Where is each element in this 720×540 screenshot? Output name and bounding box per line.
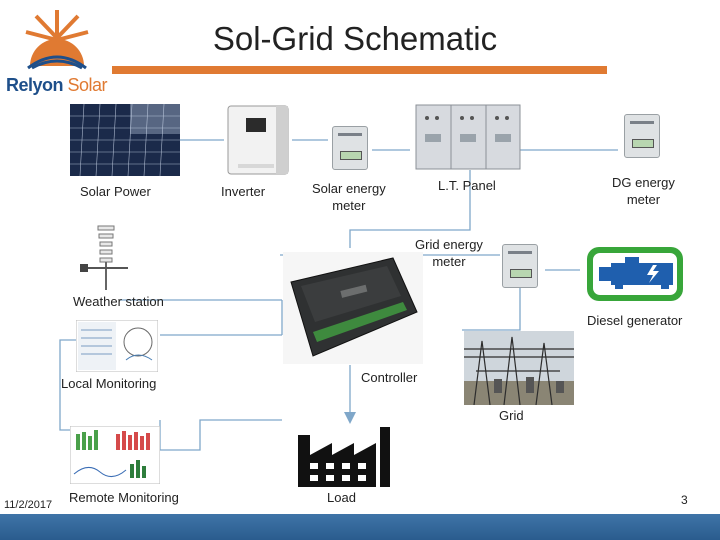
diesel-generator-label: Diesel generator xyxy=(587,313,683,328)
factory-load-icon xyxy=(296,425,392,487)
weather-station-label: Weather station xyxy=(73,294,164,309)
local-monitoring-image xyxy=(75,319,159,373)
solar-energy-meter-label: Solar energy meter xyxy=(312,181,386,213)
page-title: Sol-Grid Schematic xyxy=(212,20,498,57)
inverter-label: Inverter xyxy=(221,184,266,199)
slide-date: 11/2/2017 xyxy=(4,499,53,511)
solar-power-label: Solar Power xyxy=(80,184,151,199)
solar-energy-meter-image xyxy=(332,126,368,170)
gridmeter-to-grid-line xyxy=(462,283,521,331)
dg-energy-meter-image xyxy=(624,114,660,158)
dg-energy-meter-label: DG energy meter xyxy=(612,175,675,207)
grid-substation-image xyxy=(464,331,574,406)
grid-energy-meter-image xyxy=(502,244,538,288)
inverter-image xyxy=(226,104,290,176)
remote-monitoring-image xyxy=(69,425,161,485)
load-label: Load xyxy=(327,490,356,505)
diesel-generator-icon xyxy=(585,245,685,303)
weather-station-image xyxy=(78,222,132,292)
remote-monitor-line xyxy=(159,419,282,451)
slide-number: 3 xyxy=(681,493,688,507)
load-arrow-icon xyxy=(344,412,356,424)
controller-image xyxy=(283,252,423,364)
logo-wordmark: Relyon Solar xyxy=(6,75,108,95)
lt-panel-label: L.T. Panel xyxy=(438,178,496,193)
local-monitoring-label: Local Monitoring xyxy=(61,376,157,391)
grid-label: Grid xyxy=(499,408,524,423)
solar-panel-image xyxy=(70,103,180,177)
lt-panel-image xyxy=(415,104,521,170)
controller-label: Controller xyxy=(361,370,418,385)
local-to-remote-line xyxy=(59,339,80,431)
remote-monitoring-label: Remote Monitoring xyxy=(69,490,179,505)
ltpanel-down-line xyxy=(349,170,471,248)
title-underline xyxy=(112,66,607,74)
company-logo xyxy=(22,6,92,70)
footer-bar xyxy=(0,514,720,540)
grid-energy-meter-label: Grid energy meter xyxy=(415,237,483,269)
